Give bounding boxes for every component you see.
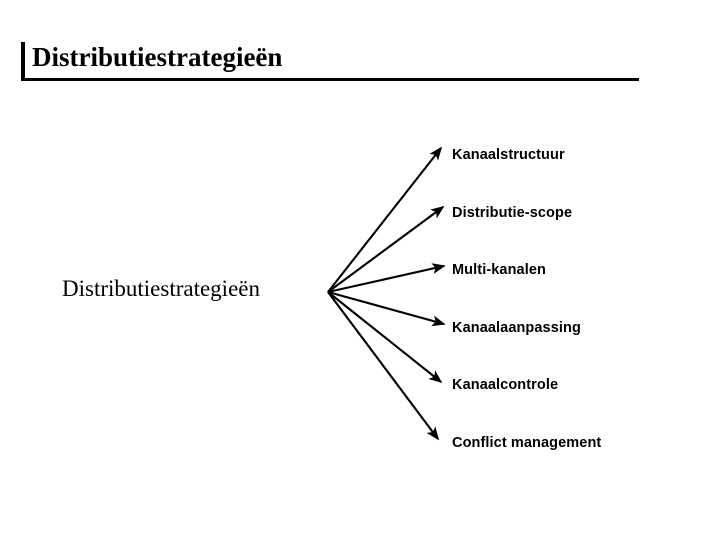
branch-arrow-1 <box>327 206 445 293</box>
branch-arrow-2 <box>327 263 446 294</box>
branch-label-conflict-management: Conflict management <box>452 435 602 451</box>
branch-label-multi-kanalen: Multi-kanalen <box>452 262 546 278</box>
branch-label-kanaalaanpassing: Kanaalaanpassing <box>452 320 581 336</box>
slide-title-block: Distributiestrategieën <box>21 40 639 82</box>
branch-label-distributie-scope: Distributie-scope <box>452 205 573 221</box>
branch-arrow-4 <box>327 291 443 384</box>
branch-arrow-0 <box>327 146 443 293</box>
title-left-accent-rule <box>21 42 25 80</box>
branch-arrow-3 <box>327 290 446 327</box>
branch-arrow-5 <box>327 291 440 441</box>
branch-label-kanaalcontrole: Kanaalcontrole <box>452 377 559 393</box>
page-title: Distributiestrategieën <box>32 42 283 72</box>
title-bottom-rule <box>21 78 639 81</box>
branch-label-kanaalstructuur: Kanaalstructuur <box>452 147 565 163</box>
root-node-label: Distributiestrategieën <box>62 276 260 301</box>
